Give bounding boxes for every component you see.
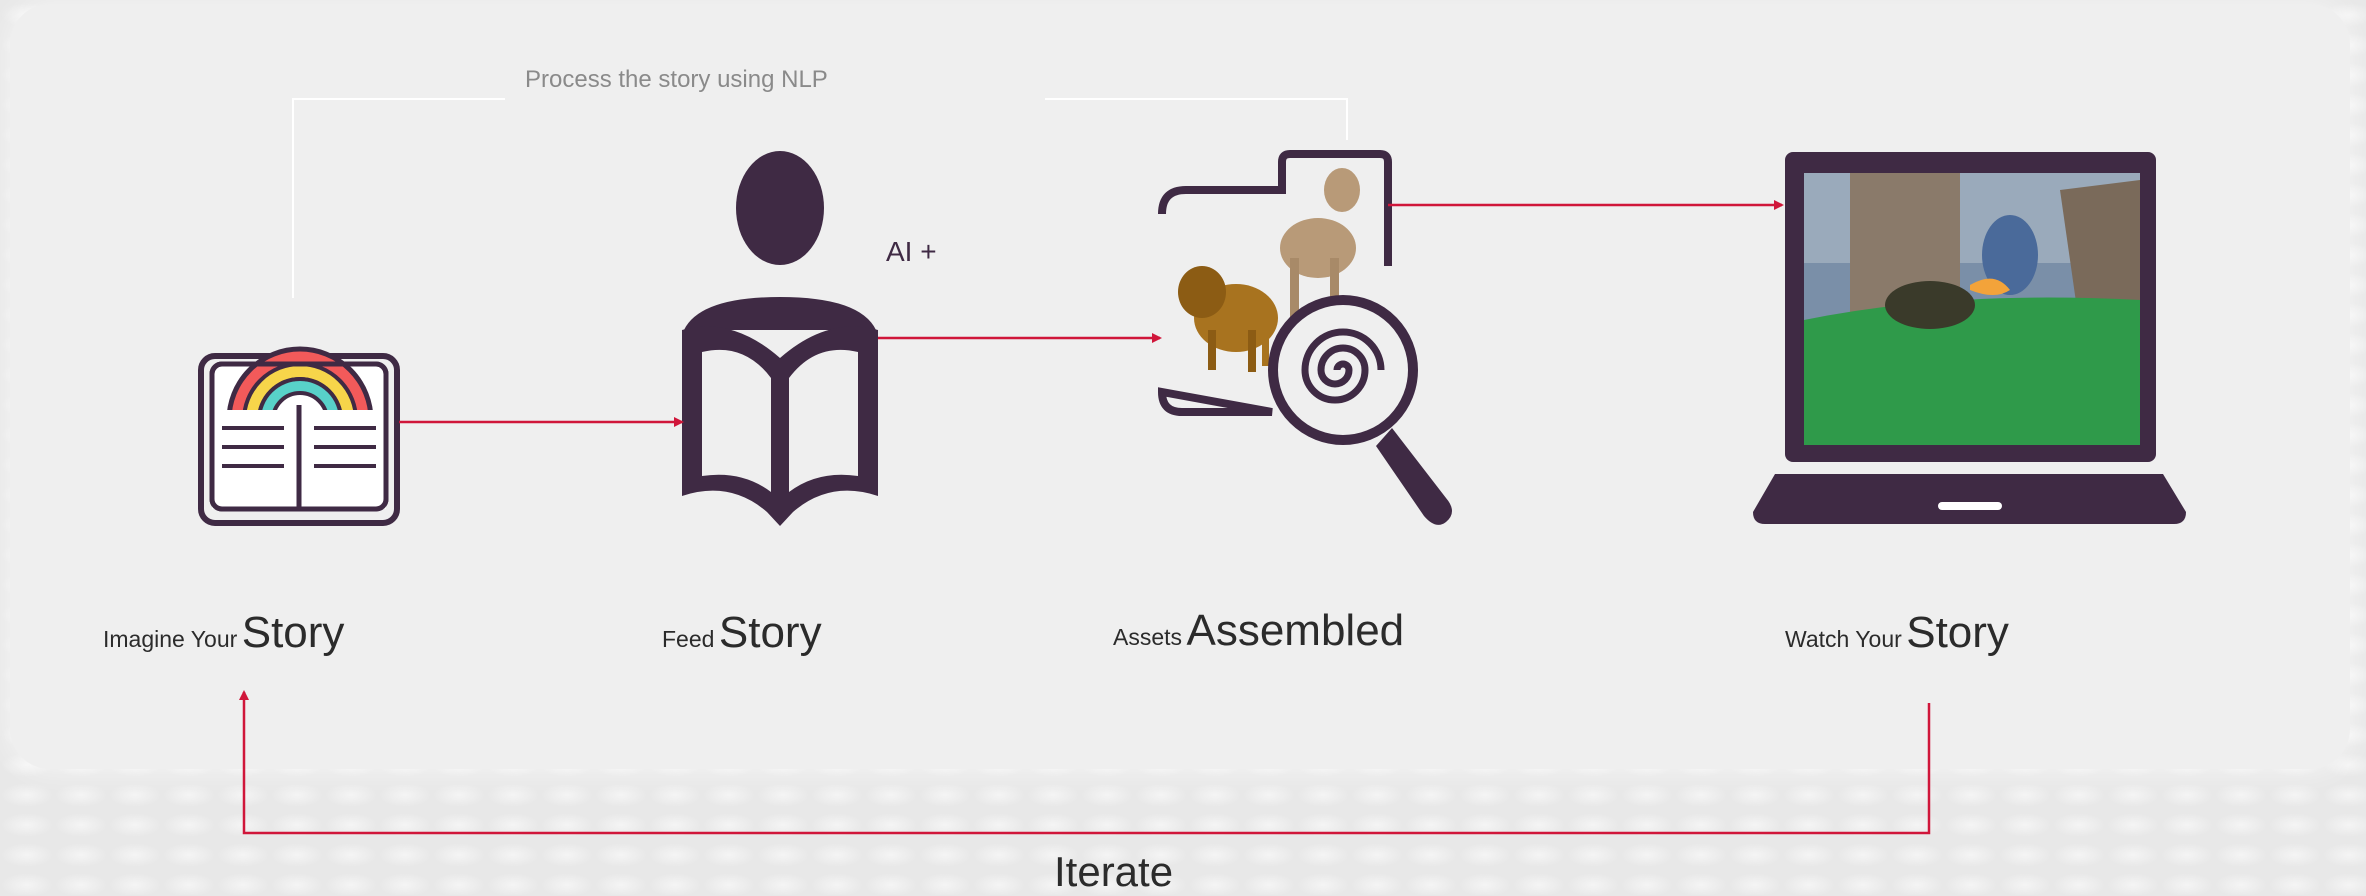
step-prefix: Assets [1113,624,1183,650]
step-feed-label: Feed Story [662,608,822,658]
rainbow-book-icon [198,346,400,526]
step-prefix: Imagine Your [103,626,238,652]
step-prefix: Feed [662,626,715,652]
reader-icon [682,151,878,526]
step-watch-label: Watch Your Story [1785,608,2009,658]
laptop-icon [1753,152,2186,524]
step-main: Story [241,608,345,657]
nlp-connector-right [1045,98,1348,140]
step-imagine-label: Imagine Your Story [103,608,344,658]
step-main: Assembled [1186,606,1405,655]
nlp-label: Process the story using NLP [525,66,828,93]
iterate-label: Iterate [1054,848,1174,895]
step-prefix: Watch Your [1785,626,1902,652]
step-assets-label: Assets Assembled [1113,606,1404,656]
step-main: Story [1906,608,2009,657]
arrow-iterate-loop [239,690,1931,835]
ai-label: AI + [886,236,937,267]
step-main: Story [718,608,822,657]
nlp-connector [292,98,505,298]
asset-search-icon [1157,150,1452,525]
